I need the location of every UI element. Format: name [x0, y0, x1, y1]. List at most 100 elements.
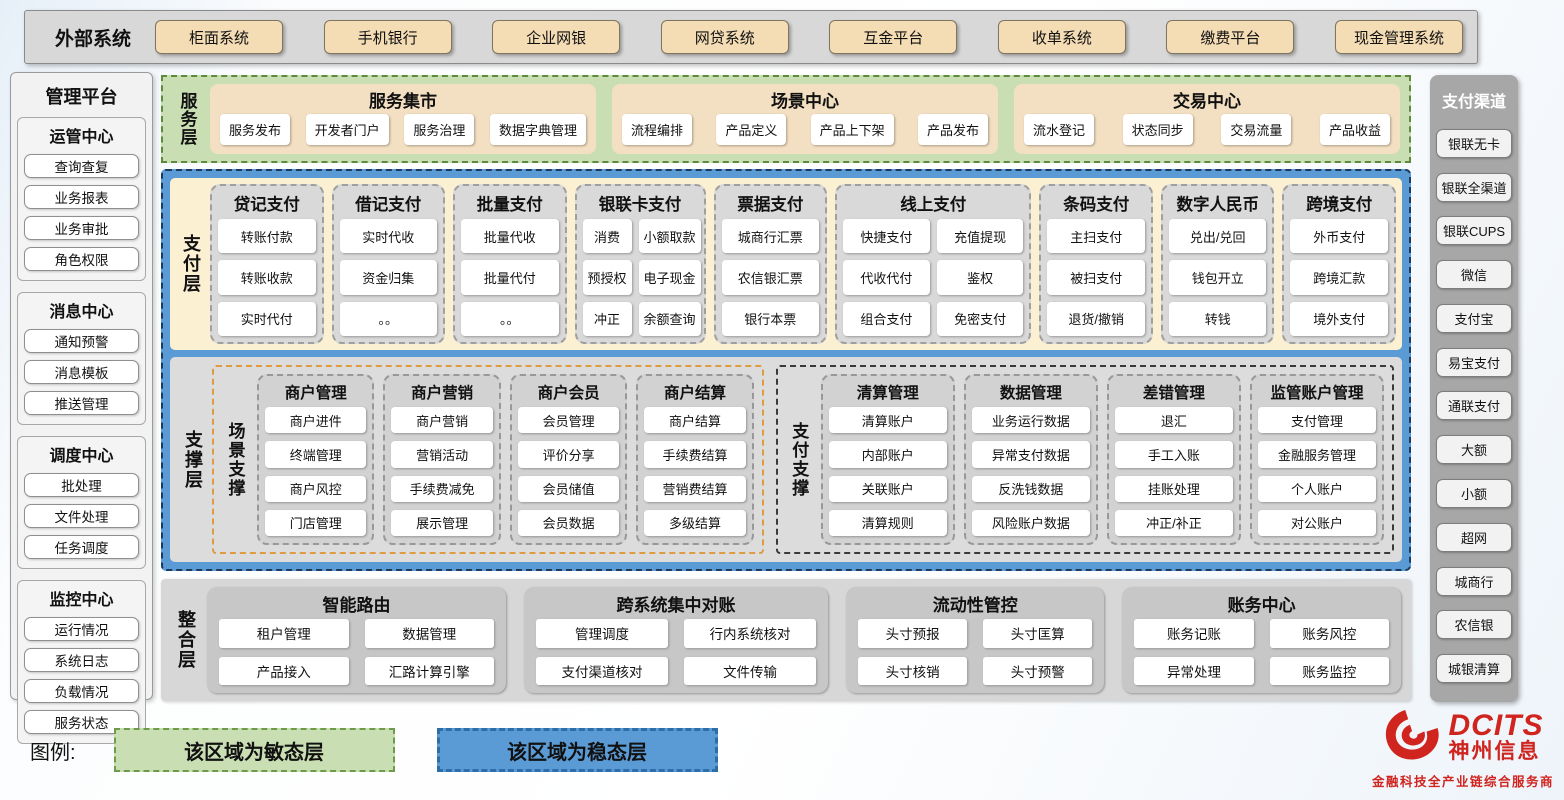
payment-item-button[interactable]: 批量代收 [461, 219, 559, 254]
integration-item-button[interactable]: 账务记账 [1134, 619, 1254, 648]
service-item-button[interactable]: 流程编排 [622, 114, 693, 145]
payment-channel-button[interactable]: 超网 [1436, 522, 1512, 552]
support-item-button[interactable]: 反洗钱数据 [971, 475, 1090, 502]
integration-item-button[interactable]: 支付渠道核对 [536, 656, 669, 685]
management-item-button[interactable]: 业务报表 [24, 185, 139, 209]
payment-item-button[interactable]: 退货/撤销 [1047, 301, 1145, 336]
payment-item-button[interactable]: 。。 [461, 301, 559, 336]
integration-item-button[interactable]: 数据管理 [364, 619, 494, 648]
payment-item-button[interactable]: 转账收款 [218, 260, 316, 295]
support-item-button[interactable]: 清算账户 [828, 407, 947, 434]
management-item-button[interactable]: 系统日志 [24, 648, 139, 672]
payment-item-button[interactable]: 电子现金 [638, 260, 701, 295]
support-item-button[interactable]: 手工入账 [1114, 441, 1233, 468]
payment-item-button[interactable]: 兑出/兑回 [1168, 219, 1267, 254]
management-item-button[interactable]: 负载情况 [24, 679, 139, 703]
service-item-button[interactable]: 开发者门户 [305, 114, 389, 145]
support-item-button[interactable]: 支付管理 [1257, 407, 1377, 434]
payment-item-button[interactable]: 钱包开立 [1168, 260, 1267, 295]
payment-item-button[interactable]: 跨境汇款 [1290, 260, 1388, 295]
payment-item-button[interactable]: 鉴权 [936, 260, 1024, 295]
payment-item-button[interactable]: 消费 [582, 219, 632, 254]
management-item-button[interactable]: 业务审批 [24, 216, 139, 240]
payment-item-button[interactable]: 实时代付 [218, 301, 316, 336]
management-item-button[interactable]: 角色权限 [24, 247, 139, 271]
external-system-button[interactable]: 现金管理系统 [1334, 20, 1463, 54]
support-item-button[interactable]: 商户进件 [265, 407, 367, 434]
integration-item-button[interactable]: 头寸匡算 [983, 619, 1093, 648]
payment-item-button[interactable]: 免密支付 [936, 301, 1024, 336]
external-system-button[interactable]: 互金平台 [829, 20, 958, 54]
external-system-button[interactable]: 网贷系统 [660, 20, 789, 54]
payment-channel-button[interactable]: 微信 [1436, 260, 1512, 290]
payment-channel-button[interactable]: 易宝支付 [1436, 347, 1512, 377]
integration-item-button[interactable]: 文件传输 [684, 656, 817, 685]
payment-item-button[interactable]: 被扫支付 [1047, 260, 1145, 295]
payment-item-button[interactable]: 实时代收 [339, 219, 437, 254]
payment-item-button[interactable]: 外币支付 [1290, 219, 1388, 254]
service-item-button[interactable]: 服务治理 [404, 114, 475, 145]
external-system-button[interactable]: 手机银行 [323, 20, 452, 54]
support-item-button[interactable]: 展示管理 [391, 509, 493, 536]
integration-item-button[interactable]: 头寸预警 [983, 656, 1093, 685]
service-item-button[interactable]: 产品发布 [917, 114, 988, 145]
support-item-button[interactable]: 多级结算 [644, 509, 746, 536]
integration-item-button[interactable]: 行内系统核对 [684, 619, 817, 648]
support-item-button[interactable]: 营销费结算 [644, 475, 746, 502]
integration-item-button[interactable]: 异常处理 [1134, 656, 1254, 685]
external-system-button[interactable]: 企业网银 [492, 20, 621, 54]
payment-item-button[interactable]: 资金归集 [339, 260, 437, 295]
payment-item-button[interactable]: 充值提现 [936, 219, 1024, 254]
payment-item-button[interactable]: 代收代付 [843, 260, 930, 295]
integration-item-button[interactable]: 头寸核销 [858, 656, 968, 685]
support-item-button[interactable]: 冲正/补正 [1114, 509, 1233, 536]
service-item-button[interactable]: 服务发布 [220, 114, 291, 145]
management-item-button[interactable]: 推送管理 [24, 391, 139, 415]
integration-item-button[interactable]: 管理调度 [536, 619, 669, 648]
payment-channel-button[interactable]: 银联CUPS [1436, 216, 1512, 246]
service-item-button[interactable]: 状态同步 [1122, 114, 1193, 145]
service-item-button[interactable]: 交易流量 [1221, 114, 1292, 145]
integration-item-button[interactable]: 产品接入 [219, 656, 349, 685]
payment-channel-button[interactable]: 银联全渠道 [1436, 172, 1512, 202]
support-item-button[interactable]: 关联账户 [828, 475, 947, 502]
payment-channel-button[interactable]: 银联无卡 [1436, 128, 1512, 158]
support-item-button[interactable]: 营销活动 [391, 441, 493, 468]
payment-channel-button[interactable]: 通联支付 [1436, 391, 1512, 421]
service-item-button[interactable]: 产品上下架 [810, 114, 894, 145]
service-item-button[interactable]: 产品收益 [1319, 114, 1390, 145]
service-item-button[interactable]: 流水登记 [1024, 114, 1095, 145]
payment-item-button[interactable]: 小额取款 [638, 219, 701, 254]
payment-channel-button[interactable]: 小额 [1436, 479, 1512, 509]
management-item-button[interactable]: 通知预警 [24, 329, 139, 353]
support-item-button[interactable]: 挂账处理 [1114, 475, 1233, 502]
payment-channel-button[interactable]: 农信银 [1436, 610, 1512, 640]
external-system-button[interactable]: 缴费平台 [1166, 20, 1295, 54]
support-item-button[interactable]: 风险账户数据 [971, 509, 1090, 536]
payment-item-button[interactable]: 余额查询 [638, 301, 701, 336]
support-item-button[interactable]: 对公账户 [1257, 509, 1377, 536]
support-item-button[interactable]: 异常支付数据 [971, 441, 1090, 468]
support-item-button[interactable]: 退汇 [1114, 407, 1233, 434]
support-item-button[interactable]: 个人账户 [1257, 475, 1377, 502]
payment-item-button[interactable]: 主扫支付 [1047, 219, 1145, 254]
payment-channel-button[interactable]: 城银清算 [1436, 654, 1512, 684]
integration-item-button[interactable]: 头寸预报 [858, 619, 968, 648]
payment-item-button[interactable]: 城商行汇票 [721, 219, 820, 254]
support-item-button[interactable]: 业务运行数据 [971, 407, 1090, 434]
payment-channel-button[interactable]: 支付宝 [1436, 303, 1512, 333]
support-item-button[interactable]: 手续费减免 [391, 475, 493, 502]
payment-channel-button[interactable]: 城商行 [1436, 566, 1512, 596]
support-item-button[interactable]: 手续费结算 [644, 441, 746, 468]
payment-item-button[interactable]: 。。 [339, 301, 437, 336]
support-item-button[interactable]: 评价分享 [517, 441, 620, 468]
management-item-button[interactable]: 文件处理 [24, 504, 139, 528]
payment-channel-button[interactable]: 大额 [1436, 435, 1512, 465]
support-item-button[interactable]: 门店管理 [265, 509, 367, 536]
management-item-button[interactable]: 批处理 [24, 473, 139, 497]
external-system-button[interactable]: 柜面系统 [155, 20, 284, 54]
management-item-button[interactable]: 消息模板 [24, 360, 139, 384]
support-item-button[interactable]: 商户营销 [391, 407, 493, 434]
integration-item-button[interactable]: 租户管理 [219, 619, 349, 648]
management-item-button[interactable]: 查询查复 [24, 154, 139, 178]
